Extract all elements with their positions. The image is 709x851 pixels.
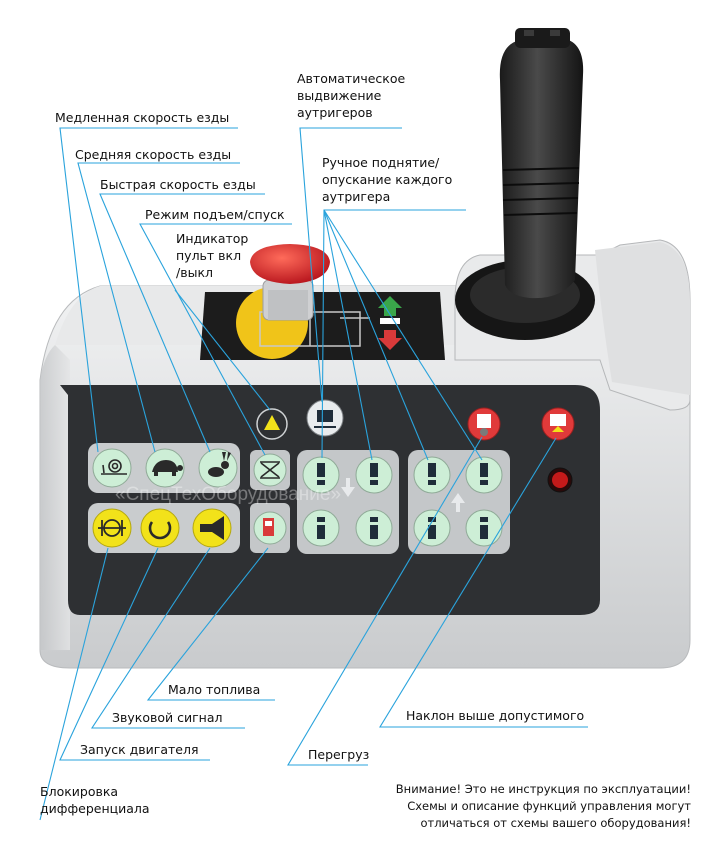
rabbit-icon: [208, 452, 231, 477]
fuel-pump-icon: [263, 518, 274, 536]
label-slow-speed: Медленная скорость езды: [55, 110, 230, 125]
engine-start-button[interactable]: [140, 508, 180, 548]
leader-fast-speed: [99, 193, 265, 453]
low-fuel-indicator: [253, 511, 287, 545]
leader-low-fuel: [146, 547, 275, 701]
auto-outriggers-button[interactable]: [306, 399, 344, 437]
leader-manual-outriggers-4: [323, 209, 483, 461]
outrigger-button[interactable]: [302, 509, 340, 547]
leader-engine-start: [59, 547, 210, 761]
outrigger-button[interactable]: [355, 509, 393, 547]
label-low-fuel: Мало топлива: [168, 682, 261, 697]
scissor-lift-icon: [260, 461, 280, 479]
label-manual-outriggers-line1: Ручное поднятие/: [322, 155, 440, 170]
arrow-down-icon: [341, 478, 355, 497]
label-indicator-line1: Индикатор: [176, 231, 249, 246]
outrigger-button[interactable]: [465, 456, 503, 494]
disclaimer-line1: Внимание! Это не инструкция по эксплуата…: [395, 782, 691, 796]
leader-tilt: [379, 437, 588, 728]
leader-overload: [287, 436, 483, 766]
label-medium-speed: Средняя скорость езды: [75, 147, 232, 162]
leader-slow-speed: [59, 127, 238, 453]
snail-icon: [101, 459, 127, 475]
power-indicator: [256, 408, 288, 440]
fast-speed-button[interactable]: [198, 448, 238, 488]
label-fast-speed: Быстрая скорость езды: [100, 177, 256, 192]
label-tilt: Наклон выше допустимого: [406, 708, 585, 723]
lift-mode-button[interactable]: [253, 453, 287, 487]
outrigger-buttons: [302, 456, 503, 547]
outrigger-button[interactable]: [302, 456, 340, 494]
leader-lines: [39, 127, 588, 821]
label-indicator-line2: пульт вкл: [176, 248, 242, 263]
label-indicator-line3: /выкл: [176, 265, 213, 280]
leader-horn: [90, 547, 245, 729]
label-diff-lock-line2: дифференциала: [40, 801, 150, 816]
label-diff-lock-line1: Блокировка: [40, 784, 119, 799]
diff-lock-button[interactable]: [92, 508, 132, 548]
outrigger-button[interactable]: [413, 456, 451, 494]
turtle-icon: [152, 460, 183, 476]
slow-speed-button[interactable]: [92, 448, 132, 488]
joystick-icon[interactable]: [499, 28, 584, 299]
overload-indicator: [467, 407, 501, 441]
label-manual-outriggers-line2: опускание каждого: [322, 172, 453, 187]
label-overload: Перегруз: [308, 747, 370, 762]
tilt-indicator: [541, 407, 575, 441]
horn-button[interactable]: [192, 508, 232, 548]
arrow-up-icon: [451, 493, 465, 512]
leader-indicator: [174, 289, 271, 411]
leader-diff-lock: [39, 547, 109, 821]
engine-start-icon: [148, 521, 172, 540]
label-manual-outriggers-line3: аутригера: [322, 189, 391, 204]
leader-medium-speed: [77, 162, 240, 453]
label-horn: Звуковой сигнал: [112, 710, 223, 725]
outrigger-button[interactable]: [413, 509, 451, 547]
label-auto-outriggers-line2: выдвижение: [297, 88, 382, 103]
label-auto-outriggers-line3: аутригеров: [297, 105, 373, 120]
horn-icon: [200, 516, 224, 540]
watermark: «СпецТехОборудование»: [115, 484, 341, 505]
leader-manual-outriggers-3: [323, 209, 429, 461]
disclaimer-line2: Схемы и описание функций управления могу…: [407, 799, 691, 813]
leader-auto-outriggers: [299, 127, 402, 403]
label-engine-start: Запуск двигателя: [80, 742, 199, 757]
label-lift-mode: Режим подъем/спуск: [145, 207, 285, 222]
differential-icon: [98, 519, 126, 537]
top-plate: [200, 287, 445, 360]
leader-manual-outriggers-2: [323, 209, 373, 461]
outrigger-button[interactable]: [355, 456, 393, 494]
leader-lift-mode: [139, 223, 292, 456]
medium-speed-button[interactable]: [145, 448, 185, 488]
disclaimer-line3: отличаться от схемы вашего оборудования!: [420, 816, 691, 830]
outrigger-button[interactable]: [465, 509, 503, 547]
label-auto-outriggers-line1: Автоматическое: [297, 71, 406, 86]
outrigger-arrows-icon: [378, 296, 402, 350]
status-lamp: [547, 467, 573, 493]
